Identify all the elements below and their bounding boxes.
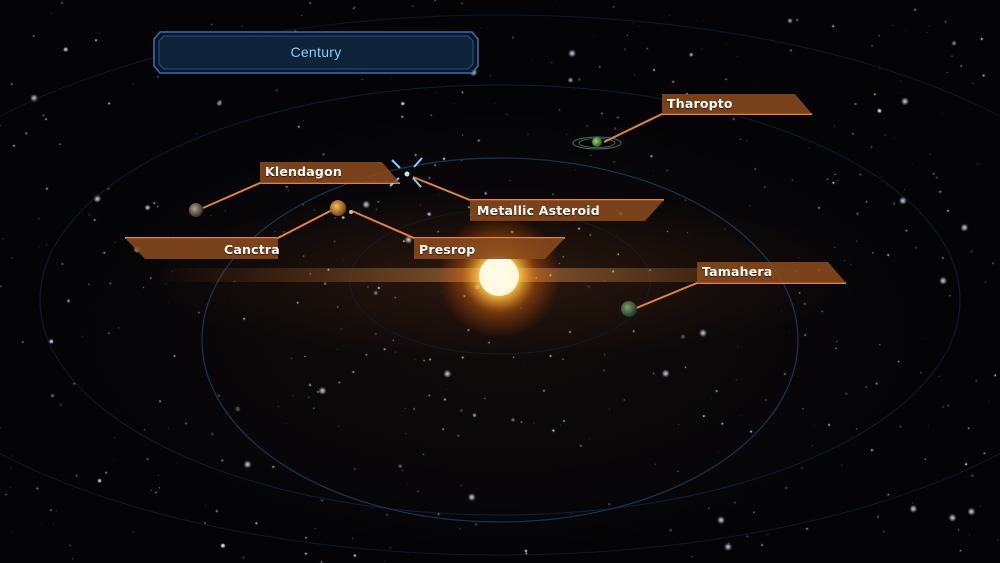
planet-label-presrop[interactable] (414, 238, 565, 259)
system-title-banner: Century (152, 29, 480, 76)
moon-icon (349, 210, 353, 214)
planet-label-klendagon[interactable] (260, 162, 400, 183)
planet-label-text[interactable]: Tharopto (667, 96, 733, 111)
planet-label-tamahera[interactable] (697, 262, 846, 283)
orbit-ring (201, 157, 799, 523)
planet-label-text[interactable]: Metallic Asteroid (477, 203, 600, 218)
sun-core (479, 256, 519, 296)
planet-icon[interactable] (330, 200, 346, 216)
planet-label-metallic-asteroid[interactable] (470, 200, 664, 221)
orbit-ring (0, 14, 1000, 556)
planet-icon[interactable] (621, 301, 637, 317)
planet-label-text[interactable]: Klendagon (265, 164, 342, 179)
planet-icon[interactable] (189, 203, 203, 217)
title-frame (153, 31, 479, 74)
planet-label-canctra[interactable] (125, 238, 278, 259)
planet-label-text[interactable]: Presrop (419, 242, 476, 257)
planet-label-text[interactable]: Canctra (224, 242, 280, 257)
ringed-planet-icon[interactable] (572, 136, 622, 150)
planet-label-tharopto[interactable] (662, 94, 812, 114)
system-name: Century (290, 44, 342, 60)
orbit-ring (39, 84, 961, 516)
planet-label-text[interactable]: Tamahera (702, 264, 773, 279)
